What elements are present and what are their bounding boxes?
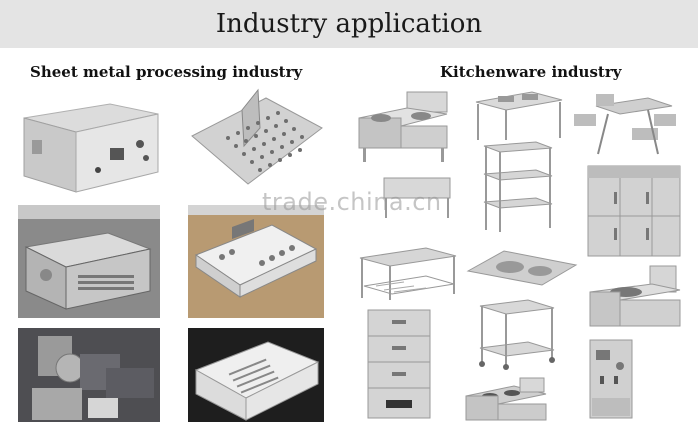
banner-title: Industry application	[215, 9, 483, 39]
cut-panel-image	[188, 205, 324, 318]
wok-range-image	[586, 262, 684, 334]
kitchenware-section-title: Kitchenware industry	[440, 63, 622, 81]
sheet-metal-box-image	[18, 205, 160, 318]
header-banner: Industry application	[0, 0, 698, 48]
service-cart-image	[476, 296, 558, 370]
griddle-stove-image	[462, 376, 550, 422]
vented-chassis-image	[188, 328, 324, 422]
perforated-panel-image	[188, 88, 324, 195]
refrigerator-image	[584, 162, 684, 259]
sheet-metal-enclosure-image	[18, 100, 160, 195]
steamer-cabinet-image	[364, 306, 434, 422]
gas-stove-image	[355, 88, 451, 166]
watermark: trade.china.cn	[262, 188, 442, 216]
sheet-metal-parts-image	[18, 328, 160, 422]
water-boiler-image	[586, 336, 636, 422]
shelf-rack-image	[480, 140, 555, 235]
sink-table-image	[470, 88, 565, 143]
worktable-image	[376, 174, 454, 220]
sink-counter-image	[464, 245, 580, 290]
prep-table-image	[356, 242, 460, 302]
dining-set-image	[568, 88, 686, 160]
sheet-metal-section-title: Sheet metal processing industry	[30, 63, 303, 81]
